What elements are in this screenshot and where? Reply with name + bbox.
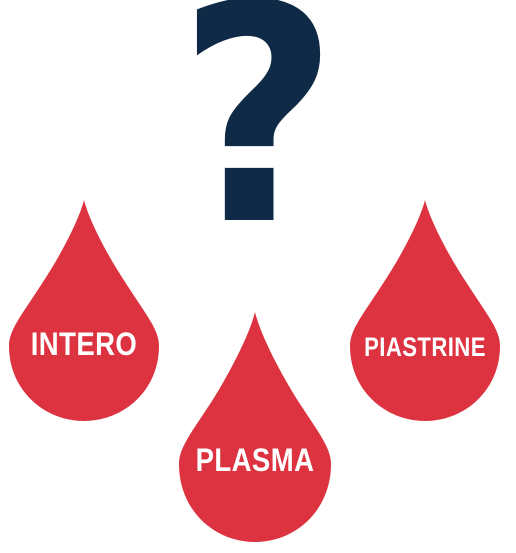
drop-label-plasma: PLASMA (195, 442, 315, 478)
drop-label-intero: INTERO (30, 326, 138, 362)
blood-drop-icon (179, 312, 331, 542)
blood-drop-plasma: PLASMA (179, 312, 331, 542)
blood-drop-icon (9, 200, 159, 421)
blood-drop-icon (350, 200, 500, 421)
blood-drop-intero: INTERO (9, 200, 159, 421)
blood-drop-piastrine: PIASTRINE (350, 200, 500, 421)
question-mark-icon: ? (177, 0, 339, 291)
drop-label-piastrine: PIASTRINE (364, 332, 486, 362)
